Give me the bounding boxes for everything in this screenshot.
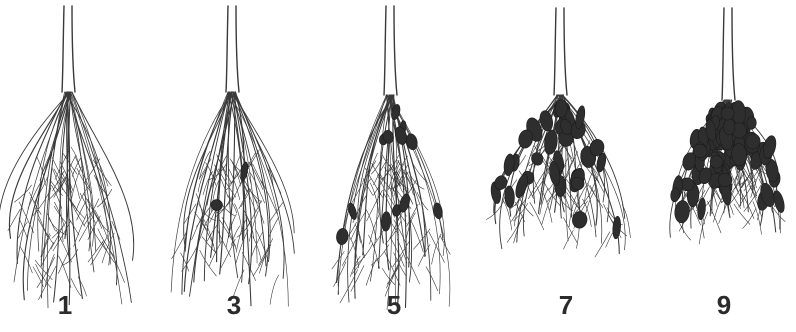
root-strand — [348, 95, 388, 302]
root-strand — [27, 92, 69, 291]
root-branchlet — [20, 246, 33, 273]
root-branchlet — [98, 229, 115, 257]
root-branchlet — [253, 247, 269, 276]
root-branchlet — [45, 254, 54, 287]
root-branchlet — [564, 231, 574, 250]
root-branchlet — [269, 202, 283, 222]
stem-left-edge — [554, 8, 556, 95]
root-branchlet — [221, 239, 235, 268]
root-system-5 — [332, 6, 450, 309]
root-branchlet — [590, 185, 599, 202]
stem-right-edge — [236, 6, 239, 92]
root-system-3 — [171, 6, 294, 306]
stem-right-edge — [72, 6, 75, 92]
root-branchlet — [72, 167, 82, 198]
root-system-1 — [0, 6, 134, 308]
stem-right-edge — [732, 8, 735, 100]
root-branchlet — [530, 202, 544, 230]
root-gall — [432, 202, 443, 219]
score-label-3: 3 — [204, 290, 264, 321]
root-branchlet — [584, 173, 592, 204]
root-strand — [72, 92, 111, 264]
stem-left-edge — [226, 6, 228, 92]
root-branchlet — [595, 232, 610, 257]
root-gall — [674, 200, 690, 224]
root-branchlet — [426, 267, 438, 291]
root-branchlet — [390, 237, 404, 266]
stem-right-edge — [564, 8, 567, 95]
score-label-1: 1 — [35, 290, 95, 321]
root-gall — [336, 228, 349, 245]
root-branchlet — [708, 201, 722, 233]
root-strand — [171, 92, 231, 292]
root-branchlet — [270, 275, 279, 304]
root-gall — [723, 118, 735, 135]
stem-right-edge — [394, 6, 397, 95]
root-gall — [670, 187, 680, 202]
root-branchlet — [255, 229, 268, 262]
root-gall — [710, 155, 723, 168]
root-branchlet — [236, 230, 248, 263]
root-branchlet — [386, 255, 403, 288]
root-system-7 — [486, 8, 630, 257]
root-branchlet — [235, 204, 243, 237]
stem-left-edge — [384, 6, 386, 95]
root-gall — [210, 199, 223, 212]
score-label-5: 5 — [364, 290, 424, 321]
root-system-9 — [670, 8, 786, 244]
root-strand — [337, 95, 394, 283]
root-branchlet — [334, 262, 346, 287]
root-branchlet — [200, 250, 217, 276]
root-branchlet — [567, 193, 584, 214]
stem-left-edge — [722, 8, 724, 100]
score-label-9: 9 — [694, 290, 754, 321]
root-branchlet — [58, 249, 70, 274]
score-label-7: 7 — [536, 290, 596, 321]
root-gall — [504, 186, 515, 208]
root-branchlet — [440, 236, 450, 255]
stem-left-edge — [62, 6, 64, 92]
root-branchlet — [679, 222, 691, 240]
